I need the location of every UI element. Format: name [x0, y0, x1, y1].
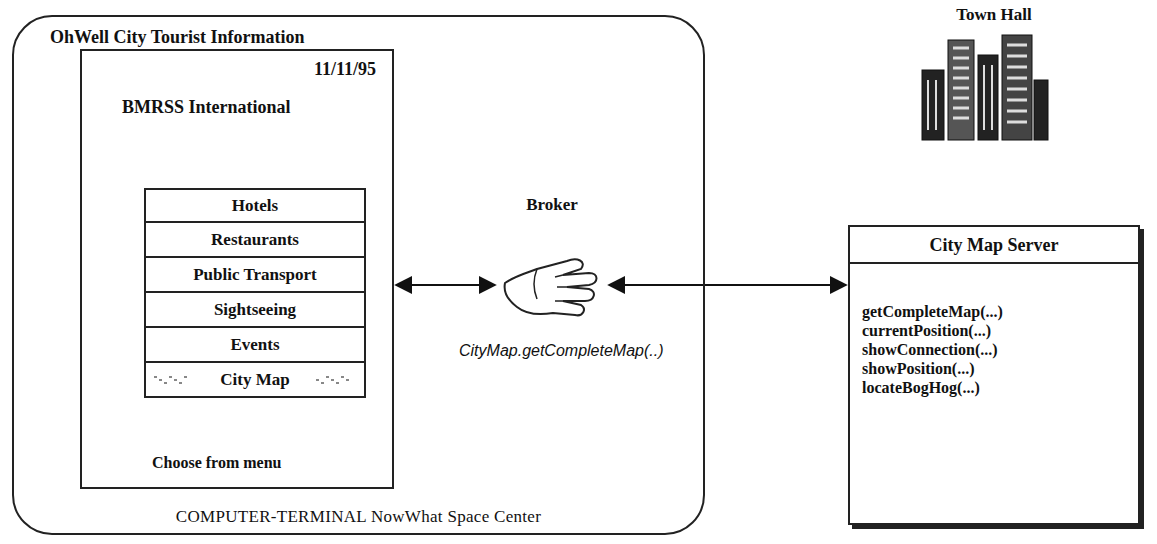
- request-arrow: [396, 284, 495, 286]
- screen-heading: BMRSS International: [122, 97, 291, 118]
- town-hall-building: [922, 35, 1048, 140]
- menu-item: Hotels: [144, 188, 366, 223]
- method-name: currentPosition(...): [862, 321, 1138, 340]
- menu-label: Restaurants: [211, 230, 299, 250]
- panel-title: OhWell City Tourist Information: [50, 27, 305, 48]
- screen-box: 11/11/95BMRSS InternationalChoose from m…: [80, 49, 394, 489]
- server-box: Town HallCity Map ServergetCompleteMap(.…: [848, 225, 1140, 525]
- menu-item: Sightseeing: [144, 293, 366, 328]
- method-name: showConnection(...): [862, 340, 1138, 359]
- broker-hand: [497, 243, 607, 333]
- menu-label: Events: [230, 335, 279, 355]
- menu-label: Sightseeing: [214, 300, 296, 320]
- terminal-caption: COMPUTER-TERMINAL NowWhat Space Center: [14, 507, 703, 527]
- menu-item: Events: [144, 328, 366, 363]
- method-list: getCompleteMap(...)currentPosition(...)s…: [850, 264, 1138, 397]
- broker-label: Broker: [497, 195, 607, 215]
- date-label: 11/11/95: [314, 59, 376, 80]
- server-title: City Map Server: [850, 235, 1138, 256]
- terminal-panel: OhWell City Tourist InformationCOMPUTER-…: [12, 15, 705, 535]
- call-label: CityMap.getCompleteMap(..): [457, 342, 666, 360]
- menu-item: Public Transport: [144, 258, 366, 293]
- menu-label: Public Transport: [193, 265, 317, 285]
- broker-node: Broker: [497, 195, 607, 340]
- building-label: Town Hall: [850, 5, 1138, 25]
- menu-hint: Choose from menu: [152, 454, 281, 472]
- menu-item: Restaurants: [144, 223, 366, 258]
- menu-label: City Map: [220, 370, 289, 390]
- menu-label: Hotels: [232, 196, 278, 216]
- request-arrow: [609, 284, 846, 286]
- method-name: getCompleteMap(...): [862, 302, 1138, 321]
- server-header: City Map Server: [850, 227, 1138, 264]
- method-name: locateBogHog(...): [862, 378, 1138, 397]
- menu-item: City Map: [144, 363, 366, 398]
- method-name: showPosition(...): [862, 359, 1138, 378]
